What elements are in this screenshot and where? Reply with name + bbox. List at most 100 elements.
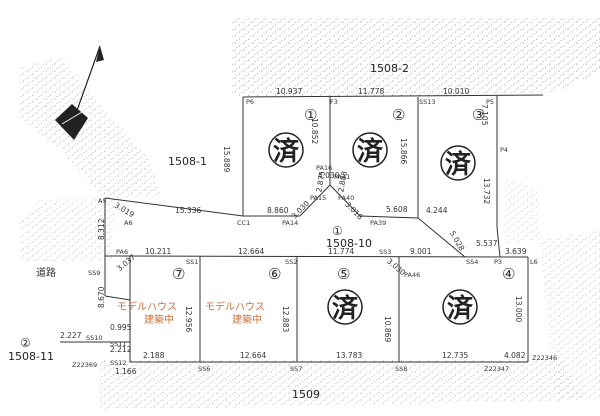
parcel-7: ⑦ モデルハウス 建築中	[117, 265, 185, 326]
svg-text:SS2: SS2	[285, 258, 297, 266]
lot-1509-label: 1509	[292, 388, 320, 401]
svg-text:SS6: SS6	[198, 365, 210, 373]
svg-text:3.639: 3.639	[505, 247, 527, 256]
parcel-1: ① 済	[268, 106, 317, 168]
svg-text:CC1: CC1	[237, 219, 250, 227]
svg-text:SS3: SS3	[379, 248, 391, 256]
svg-text:10.937: 10.937	[276, 87, 302, 96]
svg-text:P5: P5	[486, 98, 494, 106]
svg-text:8.860: 8.860	[267, 206, 289, 215]
svg-text:13.783: 13.783	[336, 351, 362, 360]
svg-text:13.000: 13.000	[514, 296, 523, 322]
sold-mark: 済	[445, 149, 472, 180]
under-construction-label: 建築中	[144, 313, 174, 326]
svg-text:8.312: 8.312	[97, 218, 106, 240]
svg-text:PA40: PA40	[338, 194, 354, 202]
svg-text:Z22369: Z22369	[72, 361, 97, 369]
svg-text:PA46: PA46	[404, 271, 420, 279]
parcel-number: ①	[304, 106, 317, 124]
surrounding-stipple	[20, 18, 600, 410]
svg-text:15.889: 15.889	[222, 146, 231, 172]
sold-mark: 済	[332, 293, 359, 324]
svg-text:12.735: 12.735	[442, 351, 468, 360]
svg-text:12.664: 12.664	[240, 351, 266, 360]
road-label: 道路	[36, 266, 56, 279]
svg-text:15.336: 15.336	[175, 206, 201, 215]
svg-text:2.875: 2.875	[314, 170, 327, 193]
svg-text:SS7: SS7	[290, 365, 302, 373]
sold-mark: 済	[273, 136, 300, 167]
svg-text:L6: L6	[530, 258, 538, 266]
svg-text:SS1: SS1	[186, 258, 198, 266]
svg-text:0.995: 0.995	[110, 323, 132, 332]
north-arrow-icon	[55, 45, 104, 140]
svg-text:2.212: 2.212	[110, 345, 132, 354]
parcel-6: ⑥ モデルハウス 建築中	[205, 265, 281, 326]
parcel-5: ⑤ 済	[327, 265, 363, 325]
svg-text:2.888: 2.888	[336, 170, 349, 193]
svg-text:A6: A6	[124, 219, 133, 227]
svg-text:PA16: PA16	[316, 164, 332, 172]
svg-text:F3: F3	[330, 98, 338, 106]
lot-1508-2-label: 1508-2	[370, 62, 409, 75]
svg-text:7.105: 7.105	[480, 104, 489, 126]
svg-text:PA6: PA6	[116, 248, 128, 256]
parcel-3: ③ 済	[440, 106, 485, 181]
svg-text:P3: P3	[494, 258, 502, 266]
lot-1508-10-label: 1508-10	[326, 237, 372, 250]
svg-text:3.030: 3.030	[290, 199, 312, 221]
svg-text:A5: A5	[98, 197, 107, 205]
parcel-number: ④	[502, 265, 515, 283]
svg-text:P6: P6	[246, 98, 254, 106]
svg-text:P4: P4	[500, 146, 508, 154]
svg-text:PA14: PA14	[282, 219, 298, 227]
svg-text:Z22346: Z22346	[532, 354, 557, 362]
svg-text:11.774: 11.774	[328, 247, 354, 256]
parcel-number: ⑤	[337, 265, 350, 283]
svg-text:2.227: 2.227	[60, 331, 82, 340]
dimension-labels: 10.937 11.778 10.010 15.889 10.852 15.86…	[60, 87, 527, 376]
svg-text:SS8: SS8	[395, 365, 407, 373]
svg-text:4.244: 4.244	[426, 206, 448, 215]
svg-text:SS13: SS13	[419, 98, 436, 106]
model-house-label: モデルハウス	[205, 300, 265, 313]
svg-text:5.537: 5.537	[476, 239, 498, 248]
parcel-number: ⑥	[268, 265, 281, 283]
under-construction-label: 建築中	[232, 313, 262, 326]
svg-text:3.018: 3.018	[343, 200, 365, 222]
svg-text:12.956: 12.956	[184, 306, 193, 332]
road-circle-label: ①	[332, 224, 343, 238]
parcel-2: ② 済	[352, 106, 405, 168]
svg-text:SS4: SS4	[466, 258, 478, 266]
svg-text:PA15: PA15	[310, 194, 326, 202]
svg-text:5.028: 5.028	[448, 229, 467, 252]
svg-text:9.001: 9.001	[410, 247, 432, 256]
svg-text:10.010: 10.010	[443, 87, 469, 96]
lot-1508-11-label: 1508-11	[8, 350, 54, 363]
svg-text:10.852: 10.852	[310, 118, 319, 144]
model-house-label: モデルハウス	[117, 300, 177, 313]
svg-text:11.778: 11.778	[358, 87, 384, 96]
svg-text:SS10: SS10	[86, 334, 103, 342]
parcel-4: ④ 済	[442, 265, 515, 325]
svg-text:4.082: 4.082	[504, 351, 526, 360]
svg-text:15.866: 15.866	[399, 138, 408, 164]
svg-text:12.883: 12.883	[281, 306, 290, 332]
svg-text:SS9: SS9	[88, 269, 100, 277]
parcel-boundaries	[60, 94, 544, 363]
parcel-number: ⑦	[172, 265, 185, 283]
svg-text:8.670: 8.670	[97, 286, 106, 308]
svg-text:1.166: 1.166	[115, 367, 137, 376]
svg-text:SS11: SS11	[110, 340, 127, 348]
svg-text:3.019: 3.019	[113, 201, 136, 220]
parcel-number: ②	[392, 106, 405, 124]
sold-mark: 済	[447, 293, 474, 324]
svg-text:SS12: SS12	[110, 359, 127, 367]
svg-text:4.030: 4.030	[318, 171, 340, 180]
parcel-number: ③	[472, 106, 485, 124]
sw-circle-label: ②	[20, 336, 31, 350]
svg-text:Z22347: Z22347	[484, 365, 509, 373]
svg-text:5.608: 5.608	[386, 205, 408, 214]
svg-text:12.664: 12.664	[238, 247, 264, 256]
